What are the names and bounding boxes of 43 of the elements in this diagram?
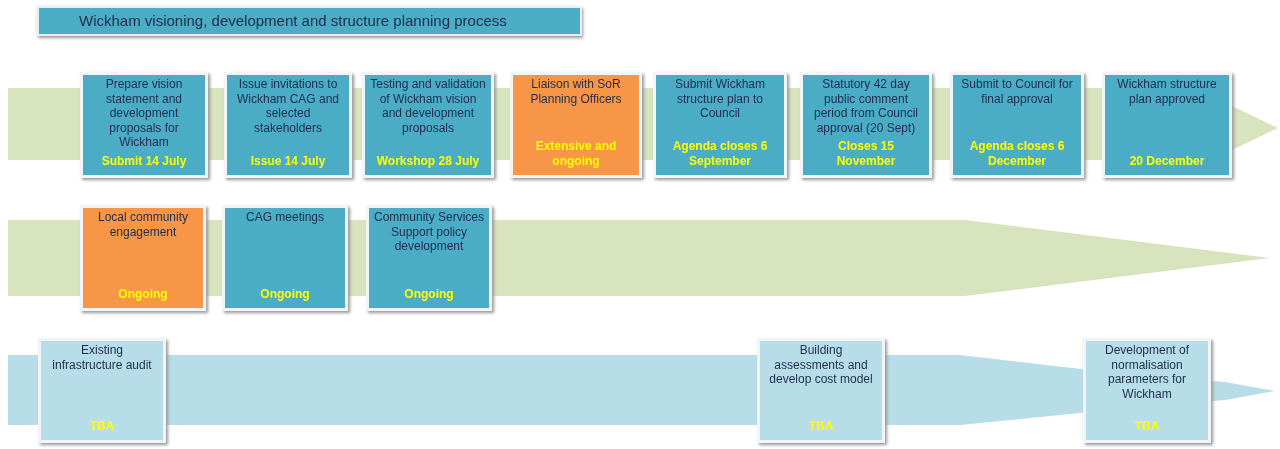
task-description: Development of normalisation parameters for Wickham xyxy=(1103,343,1190,401)
task-date: Ongoing xyxy=(118,287,168,302)
task-date: Submit 14 July xyxy=(101,154,187,169)
task-date: TBA xyxy=(808,419,834,434)
task-date: 20 December xyxy=(1129,154,1205,169)
task-box xyxy=(510,72,642,178)
task-description: Submit Wickham structure plan to Council xyxy=(674,77,766,121)
task-description: Statutory 42 day public comment period from Council approval (20 Sept) xyxy=(812,77,919,135)
task-date: Issue 14 July xyxy=(250,154,326,169)
task-box xyxy=(366,205,492,311)
task-date: Agenda closes 6 September xyxy=(671,139,769,169)
task-description: Existing infrastructure audit xyxy=(51,343,153,372)
task-box xyxy=(950,72,1084,178)
task-date: TBA xyxy=(89,419,115,434)
task-description: Testing and validation of Wickham vision and development proposals xyxy=(369,77,487,135)
task-description: CAG meetings xyxy=(246,210,324,225)
task-box xyxy=(757,338,885,443)
task-description: Submit to Council for final approval xyxy=(960,77,1074,106)
task-box xyxy=(80,72,208,178)
task-box xyxy=(224,72,352,178)
task-date: Ongoing xyxy=(404,287,454,302)
task-box xyxy=(80,205,206,311)
task-date: Closes 15 November xyxy=(835,139,897,169)
task-date: Extensive and ongoing xyxy=(534,139,618,169)
task-date: TBA xyxy=(1134,419,1160,434)
task-box xyxy=(222,205,348,311)
task-box xyxy=(1102,72,1232,178)
task-date: Agenda closes 6 December xyxy=(968,139,1066,169)
task-box xyxy=(1083,338,1211,443)
task-date: Workshop 28 July xyxy=(376,154,480,169)
task-description: Building assessments and develop cost model xyxy=(768,343,874,387)
task-description: Community Services Support policy development xyxy=(373,210,485,254)
task-description: Prepare vision statement and development proposals for Wickham xyxy=(104,77,184,150)
task-box xyxy=(362,72,494,178)
task-date: Ongoing xyxy=(260,287,310,302)
task-description: Wickham structure plan approved xyxy=(1116,77,1218,106)
task-box xyxy=(800,72,932,178)
title-banner: Wickham visioning, development and structure planning process xyxy=(37,6,582,36)
task-description: Issue invitations to Wickham CAG and selected stakeholders xyxy=(236,77,340,135)
task-box xyxy=(38,338,166,443)
task-description: Liaison with SoR Planning Officers xyxy=(529,77,623,106)
task-box xyxy=(653,72,787,178)
task-description: Local community engagement xyxy=(96,210,189,239)
